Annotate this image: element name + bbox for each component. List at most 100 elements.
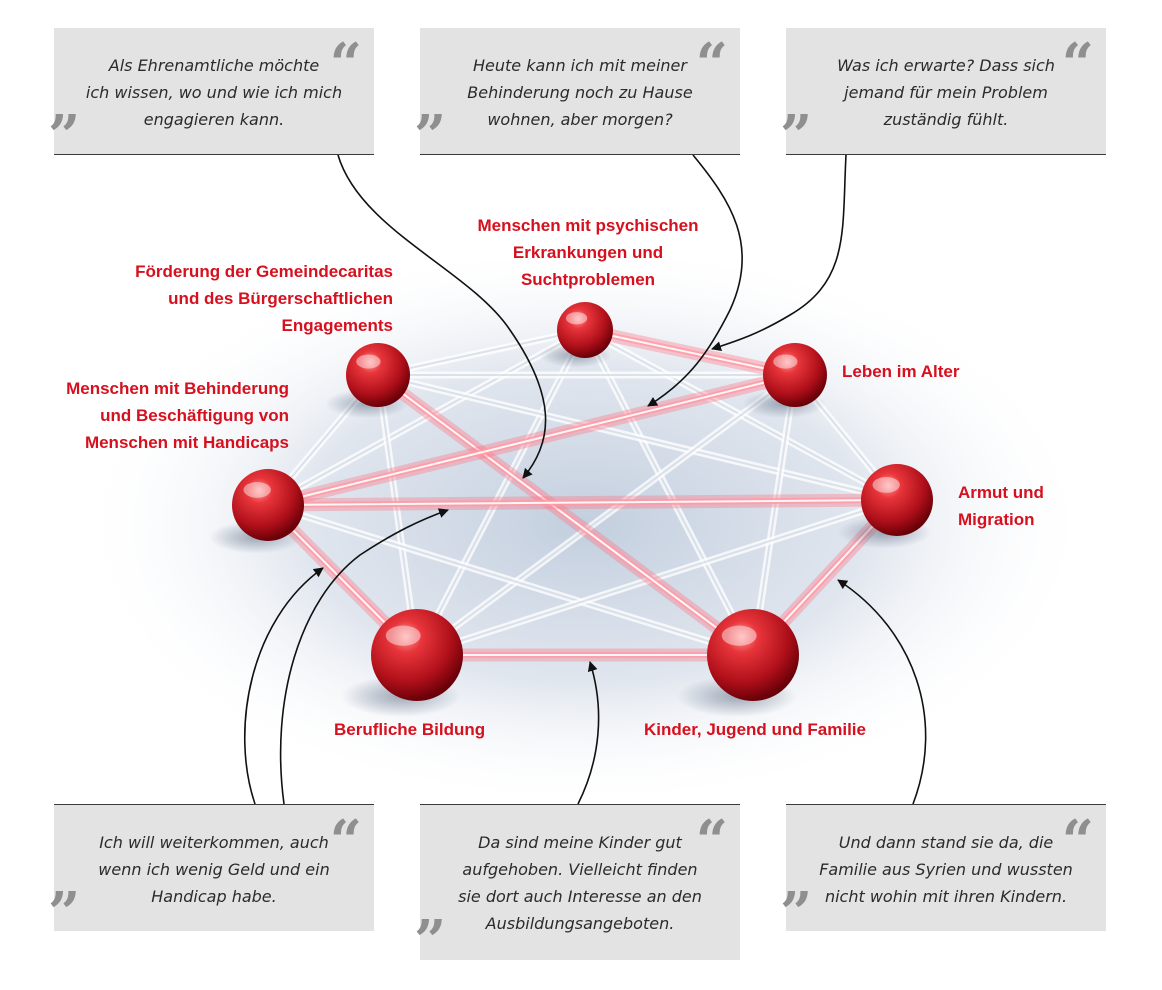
quote-line: Ich will weiterkommen, auch	[99, 833, 329, 852]
quote-line: Handicap habe.	[151, 887, 277, 906]
label-line: Armut und	[958, 483, 1044, 502]
sphere-highlight	[243, 481, 271, 498]
quote-box-zuhause: Heute kann ich mit meiner Behinderung no…	[414, 28, 740, 164]
sphere-body	[707, 609, 799, 701]
grey-connection-edge	[416, 329, 586, 656]
quote-line: sie dort auch Interesse an den	[458, 887, 702, 906]
sphere-highlight	[721, 625, 757, 646]
quote-line: Behinderung noch zu Hause	[467, 83, 693, 102]
grey-connection-edge	[416, 374, 796, 656]
grey-connection-edge	[377, 374, 418, 656]
sphere-body	[763, 343, 827, 407]
red-connection-core	[377, 374, 754, 656]
quote-line: Heute kann ich mit meiner	[473, 56, 687, 75]
grey-connection-edge	[416, 499, 898, 656]
close-quote-icon: ”	[48, 103, 81, 169]
grey-connection-edge	[267, 329, 586, 506]
label-line: Erkrankungen und	[512, 243, 664, 262]
quote-text: Als Ehrenamtliche möchte ich wissen, wo …	[82, 52, 346, 133]
sphere-psychische	[538, 302, 613, 368]
quote-text: Da sind meine Kinder gut aufgehoben. Vie…	[448, 829, 712, 937]
quote-line: wohnen, aber morgen?	[487, 110, 673, 129]
close-quote-icon: ”	[780, 103, 813, 169]
label-line: Engagements	[281, 316, 393, 335]
arrow-zustaendig	[711, 154, 847, 352]
label-line: Leben im Alter	[842, 362, 960, 381]
quote-line: Da sind meine Kinder gut	[478, 833, 682, 852]
label-line: Kinder, Jugend und Familie	[644, 720, 866, 739]
quote-line: wenn ich wenig Geld und ein	[98, 860, 330, 879]
grey-connection-edge	[377, 374, 898, 501]
arrow-behinderung-zuhause	[647, 154, 744, 407]
arrow-ehrenamt	[337, 154, 547, 479]
red-connection-core	[584, 329, 796, 376]
grey-connection-edge	[267, 504, 754, 656]
sphere-body	[557, 302, 613, 358]
quote-text: Was ich erwarte? Dass sich jemand für me…	[814, 52, 1078, 133]
quote-text: Ich will weiterkommen, auch wenn ich wen…	[82, 829, 346, 910]
close-quote-icon: ”	[48, 880, 81, 946]
label-armut: Armut und Migration	[958, 479, 1044, 533]
quote-line: aufgehoben. Vielleicht finden	[462, 860, 698, 879]
sphere-highlight	[565, 312, 588, 325]
label-line: Förderung der Gemeindecaritas	[135, 262, 393, 281]
label-line: Migration	[958, 510, 1035, 529]
sphere-body	[232, 469, 304, 541]
quote-line: nicht wohin mit ihren Kindern.	[824, 887, 1068, 906]
quote-text: Heute kann ich mit meiner Behinderung no…	[448, 52, 712, 133]
spheres	[208, 302, 933, 718]
background-halo	[75, 240, 1095, 810]
label-line: Menschen mit psychischen	[477, 216, 699, 235]
grey-connection-edge	[584, 329, 754, 656]
label-bildung: Berufliche Bildung	[334, 716, 485, 743]
label-line: und des Bürgerschaftlichen	[168, 289, 393, 308]
red-connection-core	[267, 499, 898, 506]
quote-line: Was ich erwarte? Dass sich	[837, 56, 1055, 75]
label-line: Menschen mit Handicaps	[84, 433, 289, 452]
sphere-body	[861, 464, 933, 536]
sphere-highlight	[356, 354, 381, 369]
close-quote-icon: ”	[414, 103, 447, 169]
quote-box-ehrenamt: Als Ehrenamtliche möchte ich wissen, wo …	[48, 28, 374, 164]
arrow-weiterkommen-1	[244, 567, 324, 805]
grey-connection-edge	[752, 374, 796, 656]
close-quote-icon: ”	[414, 908, 447, 974]
open-quote-icon: “	[1061, 31, 1094, 97]
sphere-behinderung	[208, 469, 304, 554]
open-quote-icon: “	[695, 31, 728, 97]
label-behinderung: Menschen mit Behinderung und Beschäftigu…	[40, 375, 289, 456]
open-quote-icon: “	[1061, 808, 1094, 874]
quote-box-syrien: Und dann stand sie da, die Familie aus S…	[780, 804, 1106, 941]
sphere-alter	[742, 343, 827, 419]
quote-line: zuständig fühlt.	[883, 110, 1009, 129]
label-line: Suchtproblemen	[520, 270, 656, 289]
sphere-highlight	[872, 476, 900, 493]
close-quote-icon: ”	[780, 880, 813, 946]
sphere-gemeindecaritas	[325, 343, 410, 419]
label-line: Berufliche Bildung	[334, 720, 486, 739]
quote-line: Ausbildungsangeboten.	[485, 914, 675, 933]
arrow-weiterkommen-2	[279, 508, 449, 805]
quote-line: Familie aus Syrien und wussten	[819, 860, 1073, 879]
open-quote-icon: “	[695, 808, 728, 874]
arrow-syrien	[837, 579, 927, 805]
sphere-highlight	[385, 625, 421, 646]
sphere-highlight	[773, 354, 798, 369]
quote-box-kinder: Da sind meine Kinder gut aufgehoben. Vie…	[414, 804, 740, 969]
label-gemeindecaritas: Förderung der Gemeindecaritas und des Bü…	[100, 258, 393, 339]
sphere-armut	[837, 464, 933, 549]
quote-line: engagieren kann.	[143, 110, 285, 129]
quote-line: Als Ehrenamtliche möchte	[108, 56, 320, 75]
label-psychische: Menschen mit psychischen Erkrankungen un…	[472, 212, 704, 293]
quote-line: ich wissen, wo und wie ich mich	[85, 83, 343, 102]
sphere-body	[371, 609, 463, 701]
grey-connection-edge	[377, 329, 586, 376]
label-line: und Beschäftigung von	[100, 406, 289, 425]
sphere-bildung	[341, 609, 463, 718]
quote-line: jemand für mein Problem	[844, 83, 1048, 102]
label-alter: Leben im Alter	[842, 358, 959, 385]
red-connection-core	[267, 374, 796, 506]
label-line: Menschen mit Behinderung	[66, 379, 289, 398]
sphere-body	[346, 343, 410, 407]
